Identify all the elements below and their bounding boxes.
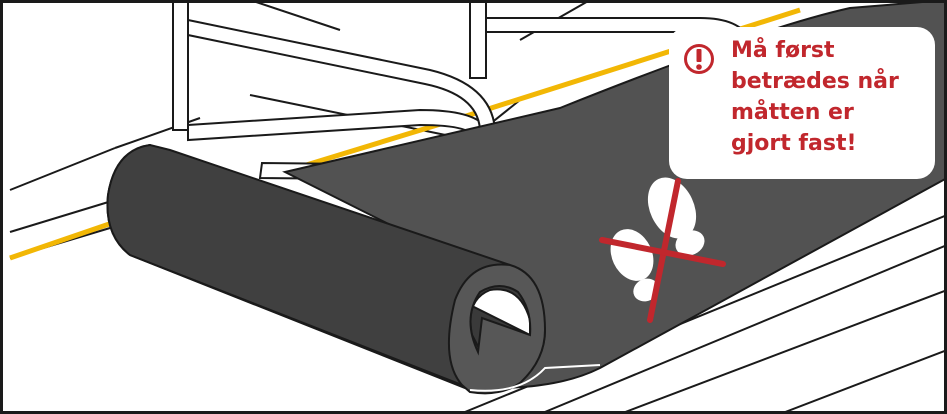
warning-callout: Må først betrædes når måtten er gjort fa… bbox=[669, 27, 935, 179]
crossed-out-footprints-icon bbox=[599, 177, 726, 323]
warning-line-2: betrædes når bbox=[731, 69, 899, 94]
warning-line-3: måtten er bbox=[731, 100, 854, 125]
exclamation-circle-icon bbox=[684, 44, 714, 74]
warning-line-1: Må først bbox=[731, 38, 835, 63]
mat-edge-highlight bbox=[469, 364, 601, 392]
warning-line-4: gjort fast! bbox=[731, 131, 857, 156]
warning-message: Må først betrædes når måtten er gjort fa… bbox=[731, 35, 931, 159]
